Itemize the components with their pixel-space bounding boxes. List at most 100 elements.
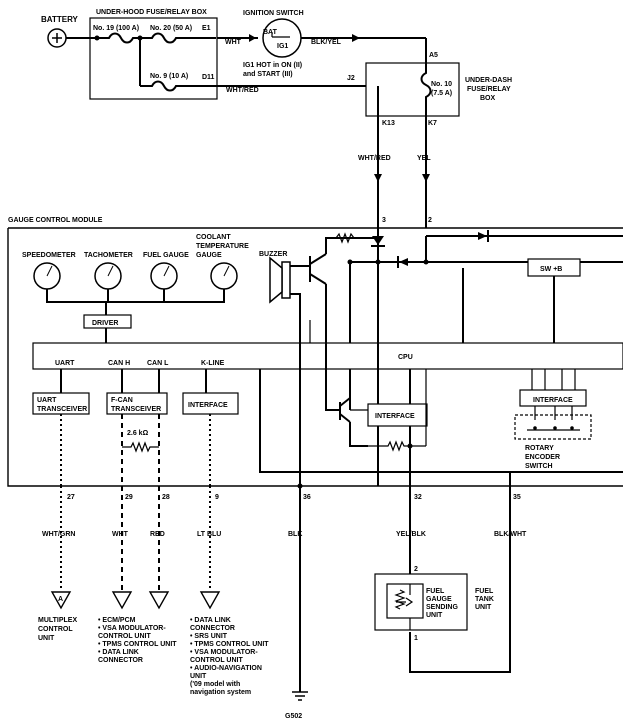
battery — [47, 28, 67, 48]
bat-terminal: BAT — [263, 29, 278, 36]
ig1-terminal: IG1 — [277, 43, 288, 50]
coolant-label-2: TEMPERATURE — [196, 243, 249, 250]
speedometer-label: SPEEDOMETER — [22, 252, 76, 259]
kline-list-item: • SRS UNIT — [190, 633, 228, 640]
can-l-connector — [148, 591, 170, 610]
buzzer — [269, 256, 291, 304]
can-l-port-label: CAN L — [147, 360, 169, 367]
fuse-10-rating: (7.5 A) — [431, 90, 452, 97]
fuel-gauge-label: FUEL GAUGE — [143, 252, 189, 259]
wire-blk-yel: BLK/YEL — [311, 39, 342, 46]
module-pin-3: 3 — [382, 217, 386, 224]
fuse-19 — [97, 32, 140, 44]
ig1-note-2: and START (III) — [243, 71, 293, 78]
fuel-tank-label-2: TANK — [475, 596, 494, 603]
underdash-fuse-box — [365, 62, 460, 117]
uart-transceiver-label-2: TRANSCEIVER — [37, 406, 87, 413]
wire-wht-red-top: WHT/RED — [226, 87, 259, 94]
can-list-item: • DATA LINK — [98, 649, 139, 656]
term-a5: A5 — [429, 52, 438, 59]
uart-port-label: UART — [55, 360, 75, 367]
ig1-note-1: IG1 HOT in ON (II) — [243, 62, 302, 69]
fuel-tank-label-3: UNIT — [475, 604, 492, 611]
pin-36: 36 — [303, 494, 311, 501]
k-line-port-label: K-LINE — [201, 360, 225, 367]
tachometer-label: TACHOMETER — [84, 252, 133, 259]
rotary-label-1: ROTARY — [525, 445, 554, 452]
resistor-2-6k — [122, 441, 159, 453]
fuel-gauge-label-4: UNIT — [426, 612, 443, 619]
underdash-label-3: BOX — [480, 95, 496, 102]
can-list-item: • ECM/PCM — [98, 617, 136, 624]
coolant-label-1: COOLANT — [196, 234, 231, 241]
tachometer-gauge — [94, 262, 122, 290]
ignition-switch-label: IGNITION SWITCH — [243, 10, 304, 17]
rotary-encoder-switch — [514, 414, 592, 440]
fuse-20-label: No. 20 (50 A) — [150, 25, 192, 32]
kline-list-item: ('09 model with — [190, 681, 240, 688]
interface-left-label: INTERFACE — [188, 402, 228, 409]
k-line-destination-list: • DATA LINK CONNECTOR• SRS UNIT• TPMS CO… — [190, 617, 269, 696]
underdash-label-2: FUSE/RELAY — [467, 86, 511, 93]
driver-box — [83, 314, 132, 329]
k-line-connector — [199, 591, 221, 610]
multiplex-label-3: UNIT — [38, 635, 55, 642]
term-j2: J2 — [347, 75, 355, 82]
resistor-fuel — [368, 440, 426, 452]
kline-list-item: UNIT — [190, 673, 207, 680]
fuel-gauge-label-3: SENDING — [426, 604, 458, 611]
wire-wht-top: WHT — [225, 39, 242, 46]
rotary-label-2: ENCODER — [525, 454, 560, 461]
can-list-item: • TPMS CONTROL UNIT — [98, 641, 177, 648]
kline-list-item: CONNECTOR — [190, 625, 235, 632]
coolant-temperature-gauge — [210, 262, 238, 290]
fuse-10-label: No. 10 — [431, 81, 452, 88]
multiplex-connector — [50, 591, 72, 610]
pin-27: 27 — [67, 494, 75, 501]
rotary-label-3: SWITCH — [525, 463, 553, 470]
can-destination-list: • ECM/PCM• VSA MODULATOR- CONTROL UNIT• … — [98, 617, 177, 664]
module-pin-2: 2 — [428, 217, 432, 224]
ignition-switch — [262, 18, 302, 58]
fuel-pin-1: 1 — [414, 635, 418, 642]
battery-label: BATTERY — [41, 15, 79, 24]
wire-blk: BLK — [288, 531, 302, 538]
wire-lt-blu: LT BLU — [197, 531, 221, 538]
interface-right-label: INTERFACE — [533, 397, 573, 404]
fuse-19-label: No. 19 (100 A) — [93, 25, 139, 32]
interface-mid-box — [367, 403, 428, 427]
coolant-label-3: GAUGE — [196, 252, 222, 259]
pin-28: 28 — [162, 494, 170, 501]
wire-wht-grn: WHT/GRN — [42, 531, 75, 538]
interface-mid-label: INTERFACE — [375, 413, 415, 420]
kline-list-item: • VSA MODULATOR- — [190, 649, 258, 656]
speedometer-gauge — [33, 262, 61, 290]
fcan-transceiver-label-1: F-CAN — [111, 397, 133, 404]
resistor-buzzer — [335, 232, 355, 244]
pin-29: 29 — [125, 494, 133, 501]
term-k13: K13 — [382, 120, 395, 127]
term-e1: E1 — [202, 25, 211, 32]
pin-32: 32 — [414, 494, 422, 501]
underhood-box-label: UNDER-HOOD FUSE/RELAY BOX — [96, 9, 207, 16]
can-h-connector — [111, 591, 133, 610]
wire-wht: WHT — [112, 531, 129, 538]
fuel-gauge-label-1: FUEL — [426, 588, 445, 595]
ground-g502: G502 — [285, 713, 302, 720]
fuse-20 — [140, 32, 216, 44]
fuse-9 — [140, 80, 216, 92]
wire-wht-red-down: WHT/RED — [358, 155, 391, 162]
multiplex-label-2: CONTROL — [38, 626, 73, 633]
fcan-transceiver-box — [106, 392, 168, 415]
can-h-port-label: CAN H — [108, 360, 130, 367]
fuel-gauge-meter — [150, 262, 178, 290]
fcan-transceiver-label-2: TRANSCEIVER — [111, 406, 161, 413]
pin-9: 9 — [215, 494, 219, 501]
fuel-gauge-label-2: GAUGE — [426, 596, 452, 603]
cpu-label: CPU — [398, 354, 413, 361]
can-list-item: CONNECTOR — [98, 657, 143, 664]
buzzer-label: BUZZER — [259, 251, 287, 258]
can-list-item: • VSA MODULATOR- — [98, 625, 166, 632]
sw-b-label: SW +B — [540, 266, 562, 273]
